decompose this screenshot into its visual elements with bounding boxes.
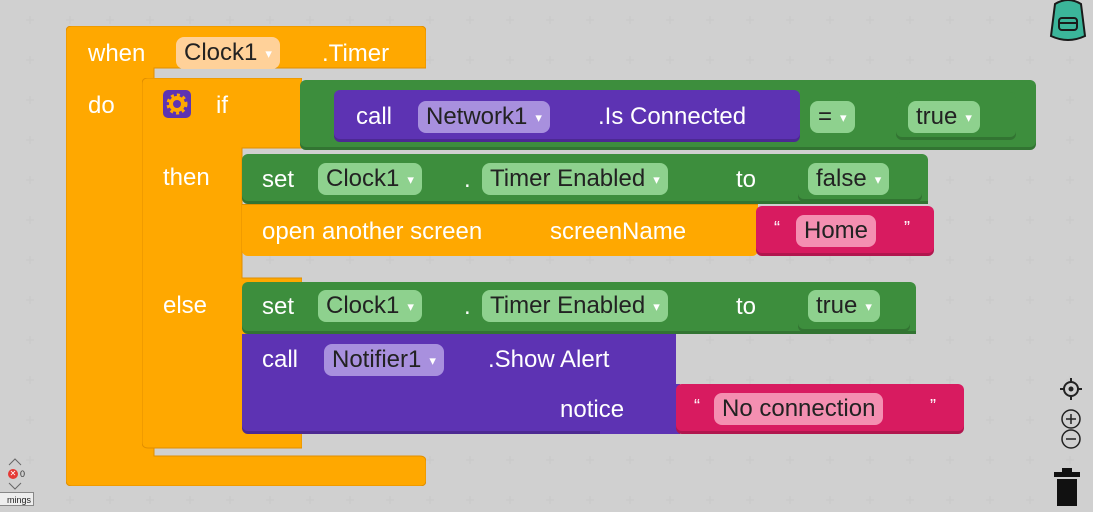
then-to-label: to <box>736 166 757 193</box>
network1-dropdown-label: Network1 <box>426 103 528 130</box>
chevron-down-icon: ▾ <box>407 171 414 187</box>
notice-label: notice <box>560 396 625 423</box>
home-quote-open: “ <box>774 218 780 238</box>
mutator-gear-icon[interactable] <box>163 90 191 118</box>
recenter-icon[interactable] <box>1060 378 1082 400</box>
trash-icon[interactable] <box>1052 468 1082 508</box>
else-true-dropdown-label: true <box>816 292 858 319</box>
clock1-dropdown[interactable]: Clock1 ▾ <box>176 37 280 69</box>
else-label: else <box>163 292 208 319</box>
no-connection-quote-close: ” <box>930 396 936 416</box>
no-connection-text-value: No connection <box>722 395 876 422</box>
network1-dropdown[interactable]: Network1 ▾ <box>418 101 550 133</box>
operator-dropdown[interactable]: =▾ <box>810 101 855 133</box>
clock1-dropdown-label: Clock1 <box>184 39 258 66</box>
else-property-label: Timer Enabled <box>490 292 646 319</box>
chevron-down-icon: ▾ <box>653 171 660 187</box>
else-clock1-dropdown[interactable]: Clock1 ▾ <box>318 290 422 322</box>
false-dropdown[interactable]: false ▾ <box>808 163 890 195</box>
call-label: call <box>356 103 393 130</box>
then-clock1-label: Clock1 <box>326 165 400 192</box>
chevron-down-icon: ▾ <box>535 109 542 125</box>
then-property-label: Timer Enabled <box>490 165 646 192</box>
show-warnings-button[interactable]: mings <box>0 492 34 506</box>
then-clock1-dropdown[interactable]: Clock1 ▾ <box>318 163 422 195</box>
warnings-indicator[interactable]: ✕ 0 mings <box>0 456 36 508</box>
show-warnings-label: mings <box>6 495 31 505</box>
home-text-field[interactable]: Home <box>796 215 877 247</box>
chevron-down-icon: ▾ <box>407 298 414 314</box>
chevron-down-icon: ▾ <box>265 45 272 61</box>
then-property-dropdown[interactable]: Timer Enabled ▾ <box>482 163 668 195</box>
no-connection-quote-open: “ <box>694 396 700 416</box>
else-set-label: set <box>262 293 295 320</box>
chevron-down-icon: ▾ <box>865 298 872 314</box>
show-alert-label: .Show Alert <box>488 346 610 373</box>
true-dropdown-label: true <box>916 103 958 130</box>
warning-count: 0 <box>20 469 26 479</box>
chevron-down-icon: ▾ <box>429 352 436 368</box>
warnings-up-arrow-icon[interactable] <box>8 458 22 466</box>
notifier1-dropdown-label: Notifier1 <box>332 346 422 373</box>
zoom-in-icon[interactable] <box>1060 408 1082 430</box>
if-label: if <box>216 92 228 119</box>
event-block-shape[interactable] <box>66 26 426 486</box>
network-is-connected-block[interactable] <box>334 90 800 142</box>
warnings-down-arrow-icon[interactable] <box>8 482 22 490</box>
then-set-label: set <box>262 166 295 193</box>
else-true-dropdown[interactable]: true ▾ <box>808 290 880 322</box>
open-screen-block[interactable] <box>242 204 758 256</box>
zoom-out-icon[interactable] <box>1060 428 1082 450</box>
home-text-value: Home <box>804 217 869 244</box>
then-label: then <box>163 164 210 191</box>
when-label: when <box>88 40 146 67</box>
chevron-down-icon: ▾ <box>965 109 972 125</box>
event-name-label: .Timer <box>322 40 390 67</box>
is-connected-label: .Is Connected <box>598 103 747 130</box>
screen-name-label: screenName <box>550 218 687 245</box>
else-to-label: to <box>736 293 757 320</box>
backpack-icon[interactable] <box>1045 0 1091 42</box>
else-clock1-label: Clock1 <box>326 292 400 319</box>
then-dot-label: . <box>464 166 471 193</box>
open-screen-label: open another screen <box>262 218 483 245</box>
error-icon: ✕ <box>8 469 18 479</box>
operator-dropdown-label: = <box>818 103 833 130</box>
else-property-dropdown[interactable]: Timer Enabled ▾ <box>482 290 668 322</box>
notifier1-dropdown[interactable]: Notifier1 ▾ <box>324 344 444 376</box>
true-dropdown[interactable]: true ▾ <box>908 101 980 133</box>
else-dot-label: . <box>464 293 471 320</box>
do-label: do <box>88 92 115 119</box>
false-dropdown-label: false <box>816 165 867 192</box>
alert-call-label: call <box>262 346 299 373</box>
home-quote-close: ” <box>904 218 910 238</box>
chevron-down-icon: ▾ <box>840 109 847 125</box>
no-connection-text-field[interactable]: No connection <box>714 393 884 425</box>
show-alert-block-extension <box>600 384 680 434</box>
chevron-down-icon: ▾ <box>874 171 882 187</box>
chevron-down-icon: ▾ <box>653 298 660 314</box>
